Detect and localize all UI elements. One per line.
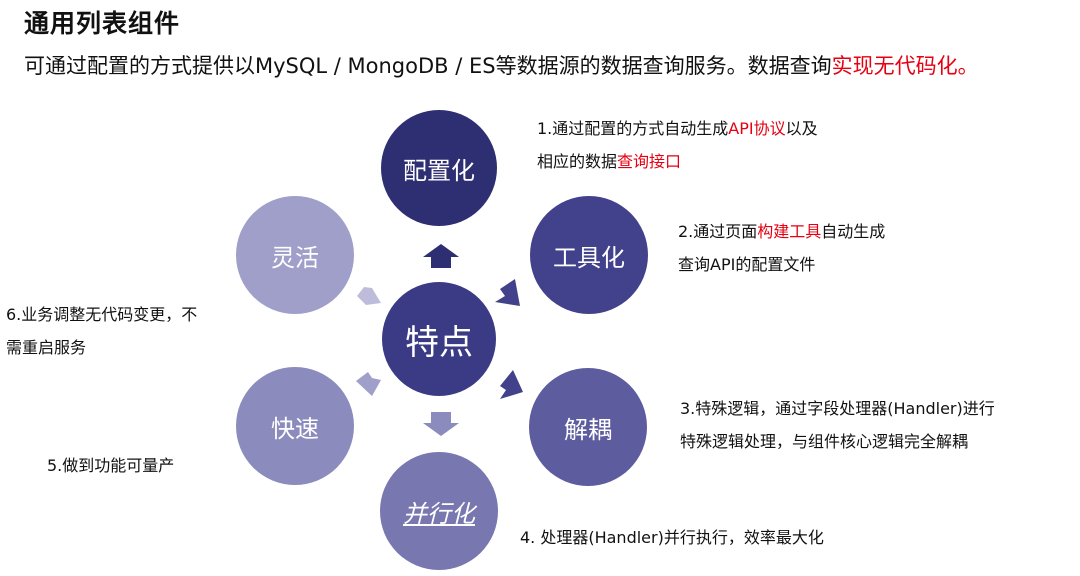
arrow-up-icon (423, 244, 459, 268)
note-2: 2.通过页面构建工具自动生成 查询API的配置文件 (678, 215, 885, 281)
feature-tool-circle: 工具化 (530, 196, 648, 314)
subtitle-text: 可通过配置的方式提供以MySQL / MongoDB / ES等数据源的数据查询… (24, 54, 832, 78)
feature-decouple-circle: 解耦 (529, 368, 647, 486)
note-6-line2: 需重启服务 (6, 338, 87, 357)
arrow-upper-left-icon (357, 287, 381, 305)
note-4-line1: 4. 处理器(Handler)并行执行，效率最大化 (520, 528, 824, 547)
note-5: 5.做到功能可量产 (47, 449, 174, 482)
feature-parallel-circle: 并行化 (380, 452, 498, 570)
note-1: 1.通过配置的方式自动生成API协议以及 相应的数据查询接口 (537, 112, 818, 178)
note-1-line1: 1.通过配置的方式自动生成API协议以及 (537, 119, 818, 138)
note-4: 4. 处理器(Handler)并行执行，效率最大化 (520, 521, 824, 554)
center-circle: 特点 (382, 282, 496, 396)
feature-fast-circle: 快速 (236, 367, 354, 485)
note-5-line1: 5.做到功能可量产 (47, 456, 175, 475)
note-6: 6.业务调整无代码变更，不 需重启服务 (6, 298, 197, 364)
subtitle-highlight: 实现无代码化。 (831, 54, 979, 78)
arrow-lower-right-icon (500, 370, 523, 399)
feature-flex-circle: 灵活 (236, 196, 354, 314)
arrow-down-icon (423, 412, 459, 436)
note-2-line1: 2.通过页面构建工具自动生成 (678, 222, 886, 241)
note-3-line2: 特殊逻辑处理，与组件核心逻辑完全解耦 (680, 432, 969, 451)
arrow-lower-left-icon (356, 372, 381, 396)
feature-config-circle: 配置化 (381, 110, 497, 226)
arrow-upper-right-icon (495, 279, 520, 306)
note-3-line1: 3.特殊逻辑，通过字段处理器(Handler)进行 (680, 399, 995, 418)
note-6-line1: 6.业务调整无代码变更，不 (6, 305, 198, 324)
page-subtitle: 可通过配置的方式提供以MySQL / MongoDB / ES等数据源的数据查询… (24, 50, 979, 80)
note-1-line2: 相应的数据查询接口 (537, 152, 682, 171)
note-3: 3.特殊逻辑，通过字段处理器(Handler)进行 特殊逻辑处理，与组件核心逻辑… (680, 392, 995, 458)
note-2-line2: 查询API的配置文件 (678, 255, 816, 274)
page-title: 通用列表组件 (24, 9, 181, 38)
